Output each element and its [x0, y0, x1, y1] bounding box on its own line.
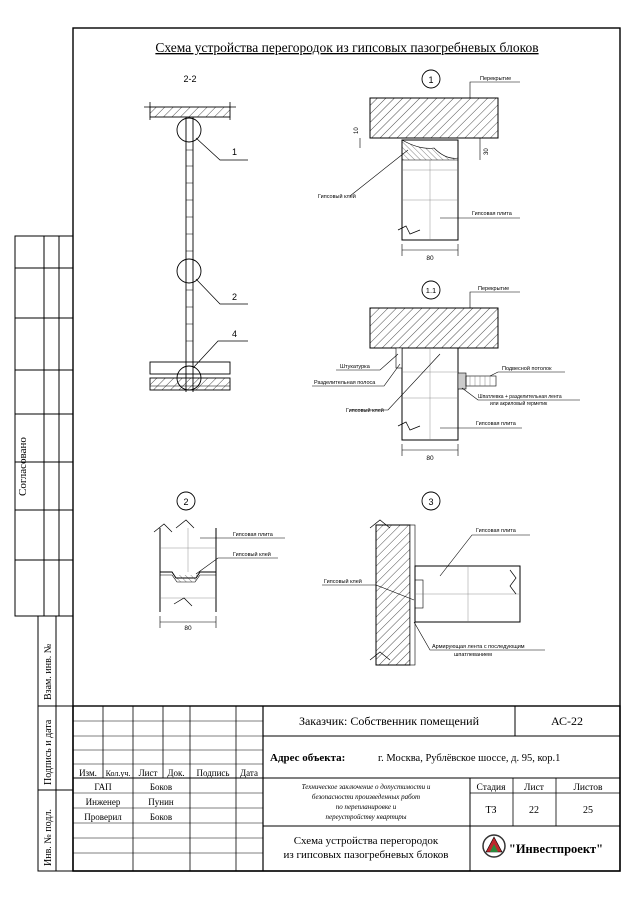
glue-label-3: Гипсовый клей — [233, 551, 271, 558]
glue-label-1: Гипсовый клей — [318, 193, 356, 200]
perekrytie-label: Перекрытие — [480, 76, 511, 82]
detail-1-label: 1 — [428, 75, 433, 85]
tb-header-data: Дата — [240, 768, 258, 778]
plate-label-3: Гипсовая плита — [233, 532, 274, 538]
tb-stage-label: Стадия — [477, 783, 507, 793]
tb-role-1: Инженер — [86, 797, 121, 807]
detail-1-1-label: 1.1 — [426, 286, 436, 295]
title-block — [72, 705, 621, 872]
tb-desc-0: Техническое заключение о допустимости и — [302, 783, 431, 791]
detail-2: 2 Гипсовая плита Гипсовый клей 80 — [153, 491, 285, 632]
tb-header-list: Лист — [139, 768, 158, 778]
tb-header-podpis: Подпись — [196, 768, 229, 778]
tb-company: "Инвестпроект" — [509, 842, 603, 856]
tb-stage: ТЗ — [485, 805, 496, 816]
tb-sheets-total: 25 — [583, 805, 593, 816]
putty-label-2: или акриловый герметик — [490, 400, 548, 407]
ceiling-label: Подвесной потолок — [502, 365, 552, 372]
tb-role-0: ГАП — [94, 782, 112, 792]
agreed-label: Согласовано — [17, 437, 29, 496]
plate-label-1: Гипсовая плита — [472, 211, 513, 217]
tb-role-2: Проверил — [84, 812, 122, 822]
tb-desc-2: по перепланировке и — [336, 803, 397, 811]
detail-2-label: 2 — [183, 497, 188, 507]
callout-4: 4 — [232, 329, 237, 339]
dim-80-2: 80 — [426, 455, 434, 462]
dim-80-3: 80 — [184, 625, 192, 632]
tb-header-izm: Изм. — [79, 768, 97, 778]
putty-label: Шпатлевка + разделительная лента — [478, 394, 562, 400]
section-label: 2-2 — [183, 74, 196, 84]
tape-label-2: шпатлеванием — [454, 652, 492, 658]
detail-3-label: 3 — [428, 497, 433, 507]
callout-2: 2 — [232, 292, 237, 302]
glue-label-2: Гипсовый клей — [346, 407, 384, 414]
plate-label-2: Гипсовая плита — [476, 421, 517, 427]
detail-3: 3 Гипсовая плита Гипсовый клей Армирующа… — [322, 491, 545, 666]
tb-name-1: Пунин — [148, 797, 174, 807]
tb-address-value: г. Москва, Рублёвское шоссе, д. 95, кор.… — [378, 753, 560, 764]
sheet-frame — [72, 27, 621, 872]
plate-label-4: Гипсовая плита — [476, 528, 517, 534]
inv-replaced-label: Взам. инв. № — [43, 644, 54, 700]
tb-drawing-name-0: Схема устройства перегородок — [294, 835, 439, 847]
dim-30: 30 — [484, 148, 490, 155]
tb-desc-1: безопасности произведенных работ — [312, 793, 420, 801]
tb-sheet-no: 22 — [529, 805, 539, 816]
dim-80-1: 80 — [426, 255, 434, 262]
tb-code: АС-22 — [551, 714, 583, 728]
callout-1: 1 — [232, 147, 237, 157]
tb-address-label: Адрес объекта: — [270, 752, 345, 764]
inv-orig-label: Инв. № подл. — [43, 809, 54, 866]
detail-1: 1 Перекрытие 10 30 Гипсовый клей Гипсова… — [318, 69, 520, 262]
tb-customer: Заказчик: Собственник помещений — [299, 714, 480, 728]
strip-label: Разделительная полоса — [314, 380, 376, 386]
dim-10: 10 — [354, 127, 360, 134]
tape-label: Армирующая лента с последующим — [432, 644, 525, 650]
tb-header-dok: Док. — [167, 768, 184, 778]
sign-date-label: Подпись и дата — [43, 719, 54, 785]
tb-name-2: Боков — [150, 812, 172, 822]
approval-strip — [14, 235, 74, 872]
tb-sheets-label: Листов — [573, 783, 603, 793]
tb-drawing-name-1: из гипсовых пазогребневых блоков — [284, 849, 449, 861]
sheet-title: Схема устройства перегородок из гипсовых… — [155, 40, 538, 55]
tb-desc-3: переустройству квартиры — [325, 813, 406, 821]
detail-1-1: 1.1 Перекрытие Подвесной потолок Шпатлев… — [312, 280, 580, 462]
perekrytie-label-2: Перекрытие — [478, 286, 509, 292]
company-logo — [482, 834, 506, 858]
tb-name-0: Боков — [150, 782, 172, 792]
tb-header-kolvo: Кол.уч. — [106, 769, 131, 778]
tb-sheet-label: Лист — [524, 783, 545, 793]
glue-label-4: Гипсовый клей — [324, 578, 362, 585]
section-2-2: 2-2 1 2 — [144, 74, 248, 392]
plaster-label: Штукатурка — [340, 364, 371, 370]
